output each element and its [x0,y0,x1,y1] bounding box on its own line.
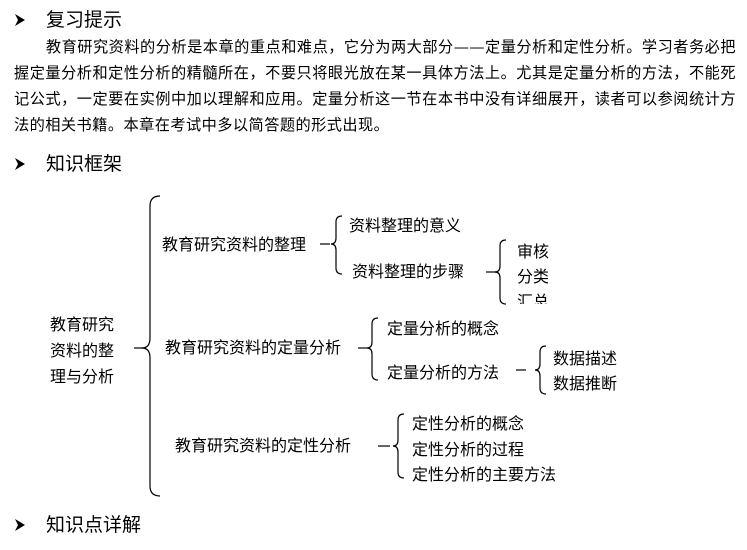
root-line: 理与分析 [50,367,115,386]
section-title: 知识点详解 [46,514,142,536]
root-brace [141,195,161,497]
node-qual-concept: 定性分析的概念 [412,414,525,433]
leaf-review: 审核 [517,242,550,261]
branch-organize: 教育研究资料的整理 [162,235,307,254]
section-header-review: 复习提示 [14,9,122,31]
node-qual-process: 定性分析的过程 [412,440,525,459]
subbranch-brace [534,345,547,395]
subbranch-brace [494,239,507,305]
arrowhead-bullet-icon [15,519,25,531]
node-organize-meaning: 资料整理的意义 [349,216,462,235]
branch-brace [330,215,343,275]
node-quant-concept: 定量分析的概念 [387,319,500,338]
root-line: 教育研究 [50,315,115,334]
arrowhead-bullet-icon [15,158,25,170]
section-title: 复习提示 [46,9,123,31]
leaf-summarize: 汇总 [517,292,550,304]
root-line: 资料的整 [50,341,115,360]
node-quant-method: 定量分析的方法 [387,363,500,382]
section-header-details: 知识点详解 [14,514,141,536]
leaf-data-description: 数据描述 [553,349,618,368]
tree-root: 教育研究 资料的整 理与分析 [50,312,130,390]
arrowhead-bullet-icon [15,14,25,26]
branch-brace [392,413,405,479]
branch-qualitative: 教育研究资料的定性分析 [175,436,352,455]
branch-quantitative: 教育研究资料的定量分析 [165,338,342,357]
review-paragraph: 教育研究资料的分析是本章的重点和难点，它分为两大部分——定量分析和定性分析。学习… [14,38,736,134]
leaf-classify: 分类 [517,267,550,286]
section-header-framework: 知识框架 [14,153,122,175]
node-organize-steps: 资料整理的步骤 [352,262,465,281]
section-title: 知识框架 [46,153,123,175]
node-qual-methods: 定性分析的主要方法 [412,465,557,484]
leaf-data-inference: 数据推断 [553,374,618,393]
branch-brace [366,317,379,381]
